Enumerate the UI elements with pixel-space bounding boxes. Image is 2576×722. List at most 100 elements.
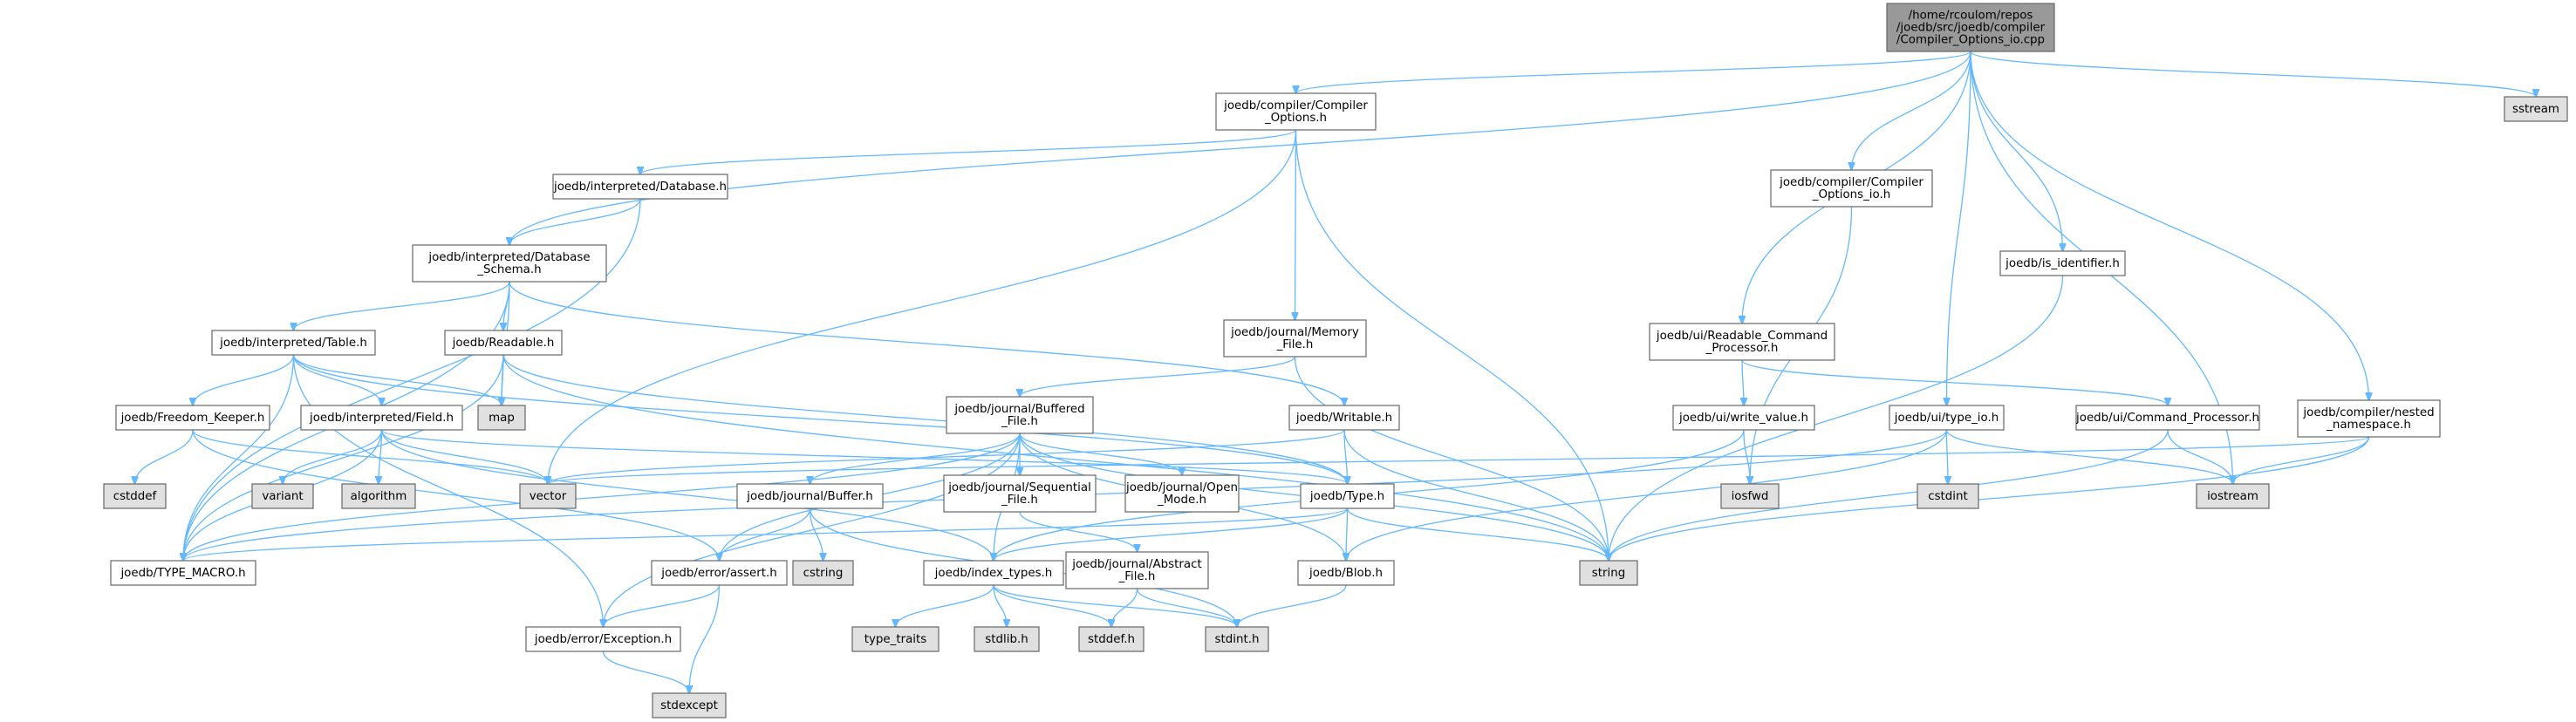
node-freedom-keeper[interactable]: joedb/Freedom_Keeper.h [115,405,270,431]
node-label: joedb/index_types.h [934,567,1053,580]
node-label: joedb/TYPE_MACRO.h [120,567,245,580]
node-interp-field[interactable]: joedb/interpreted/Field.h [300,405,463,431]
node-label: joedb/Writable.h [1295,412,1392,425]
edge-type_io-to-blob [1346,429,1948,561]
node-label: joedb/ui/type_io.h [1894,412,1999,425]
node-label: string [1592,567,1625,580]
node-box [1297,560,1395,586]
node-type-macro[interactable]: joedb/TYPE_MACRO.h [110,560,256,586]
node-box [651,560,788,586]
edge-error_assert-to-stdexcept [689,584,721,693]
edge-buffered_file-to-type_macro [183,433,1021,561]
node-box [525,626,681,652]
node-label: joedb/interpreted/Field.h [309,412,454,425]
edge-is_identifier-to-string [1609,275,2064,561]
edge-compiler_options-to-vector [548,129,1297,484]
node-box [1300,483,1395,509]
node-label: _Processor.h [1705,342,1779,355]
node-label: joedb/interpreted/Database [427,251,590,264]
edge-type_io-to-cstdint [1947,429,1949,484]
node-open-mode[interactable]: joedb/journal/Open_Mode.h [1124,474,1240,513]
edge-error_assert-to-exception [604,584,721,627]
node-database-schema[interactable]: joedb/interpreted/Database_Schema.h [412,244,607,283]
node-writable[interactable]: joedb/Writable.h [1288,405,1400,431]
node-box [1999,250,2126,276]
node-index-types[interactable]: joedb/index_types.h [923,560,1064,586]
edge-root-to-compiler_options [1296,51,1971,93]
node-string: string [1579,560,1638,586]
node-abstract-file[interactable]: joedb/journal/Abstract_File.h [1065,551,1209,589]
node-memory-file[interactable]: joedb/journal/Memory_File.h [1223,319,1367,358]
node-label: _namespace.h [2326,419,2411,432]
node-error-assert[interactable]: joedb/error/assert.h [651,560,788,586]
edge-interp_table-to-type [292,354,1348,484]
edge-abstract_file-to-stdint [1136,588,1238,627]
edge-readable-to-type [502,354,1348,484]
node-buffer[interactable]: joedb/journal/Buffer.h [736,483,884,509]
node-box [341,483,416,509]
edge-sequential_file-to-abstract_file [1019,511,1138,552]
edge-nested_namespace-to-vector [548,436,2370,484]
edge-interp_database-to-database_schema [509,198,641,245]
node-box [1917,483,1979,509]
edge-compiler_options-to-memory_file [1295,129,1296,320]
node-cstdint: cstdint [1917,483,1979,509]
node-command-processor[interactable]: joedb/ui/Command_Processor.h [2075,405,2260,431]
node-label: _File.h [1118,570,1156,583]
edge-interp_database-to-type_macro [183,198,641,561]
node-stdlib: stdlib.h [974,626,1040,652]
node-box [1223,319,1367,358]
node-blob[interactable]: joedb/Blob.h [1297,560,1395,586]
node-type[interactable]: joedb/Type.h [1300,483,1395,509]
node-type-io[interactable]: joedb/ui/type_io.h [1889,405,2005,431]
node-nested-namespace[interactable]: joedb/compiler/nested_namespace.h [2297,399,2441,438]
node-compiler-options-io[interactable]: joedb/compiler/Compiler_Options_io.h [1770,169,1933,208]
node-box [1886,3,2055,52]
node-label: variant [262,490,303,503]
node-write-value[interactable]: joedb/ui/write_value.h [1672,405,1815,431]
node-sequential-file[interactable]: joedb/journal/Sequential_File.h [943,474,1097,513]
node-iostream: iostream [2196,483,2270,509]
node-stddef: stddef.h [1078,626,1145,652]
edge-blob-to-stdint [1237,584,1347,627]
node-readable-cmd[interactable]: joedb/ui/Readable_Command_Processor.h [1649,323,1835,361]
edge-type_io-to-iostream [1945,429,2233,484]
node-box [1649,323,1835,361]
node-label: _File.h [1001,494,1038,507]
edge-interp_field-to-variant [283,429,383,484]
node-map: map [477,405,526,431]
node-box [477,405,526,431]
node-box [946,396,1094,434]
node-root[interactable]: /home/rcoulom/repos/joedb/src/joedb/comp… [1886,3,2055,52]
node-box [1078,626,1145,652]
edge-nested_namespace-to-iostream [2233,436,2370,484]
node-buffered-file[interactable]: joedb/journal/Buffered_File.h [946,396,1094,434]
edge-layer [135,51,2537,693]
node-label: _Options.h [1264,112,1327,125]
edge-root-to-nested_namespace [1970,51,2369,400]
edge-root-to-type_io [1947,51,1971,405]
node-box [1770,169,1933,208]
node-label: joedb/error/assert.h [660,567,777,580]
edge-compiler_options-to-string [1295,129,1609,561]
node-label: joedb/Type.h [1309,490,1384,503]
node-compiler-options[interactable]: joedb/compiler/Compiler_Options.h [1215,92,1377,131]
edge-memory_file-to-string [1294,356,1609,561]
node-box [211,330,376,356]
node-label: joedb/compiler/nested [2302,406,2434,419]
node-box [251,483,314,509]
node-label: joedb/ui/write_value.h [1678,412,1808,425]
node-label: _Schema.h [476,263,541,276]
node-interp-table[interactable]: joedb/interpreted/Table.h [211,330,376,356]
node-interp-database[interactable]: joedb/interpreted/Database.h [552,174,728,200]
node-box [1215,92,1377,131]
node-box [2297,399,2441,438]
edge-writable-to-type [1343,429,1348,484]
node-label: cstddef [113,490,157,503]
node-readable[interactable]: joedb/Readable.h [444,330,563,356]
node-is-identifier[interactable]: joedb/is_identifier.h [1999,250,2126,276]
node-label: joedb/journal/Memory [1230,326,1359,339]
node-box [412,244,607,283]
node-exception[interactable]: joedb/error/Exception.h [525,626,681,652]
